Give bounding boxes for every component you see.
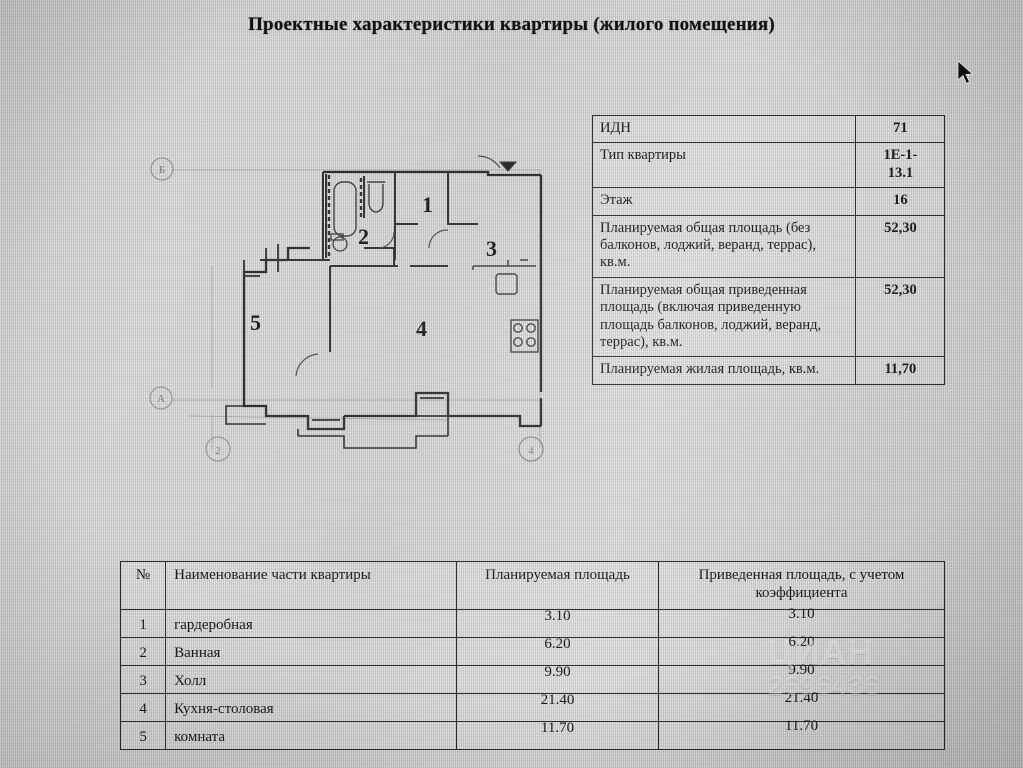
apartment-characteristics-table: ИДН 71 Тип квартиры 1Е-1- 13.1 Этаж 16 П…	[592, 114, 946, 385]
info-value-reduced-total-area: 52,30	[854, 276, 946, 358]
floor-plan-drawing: 1 2 3 4 5 Б А 2 4	[148, 148, 558, 483]
axis-marker-bottom-left	[205, 436, 231, 462]
info-label-total-area: Планируемая общая площадь (без балконов,…	[592, 214, 856, 278]
parts-cell-name: Кухня-столовая	[165, 692, 457, 722]
axis-marker-label-top-left: Б	[159, 164, 165, 176]
table-row: 3 Холл 9.90 9.90	[119, 662, 945, 694]
axis-marker-label-bottom-right: 4	[528, 445, 534, 457]
room-label-1: 1	[422, 192, 433, 217]
parts-cell-planned: 3.10	[455, 608, 660, 638]
parts-cell-reduced: 6.20	[658, 634, 945, 666]
table-row: 1 гардеробная 3.10 3.10	[119, 606, 945, 638]
parts-cell-name: Холл	[165, 664, 457, 694]
axis-marker-label-mid-left: А	[157, 393, 165, 405]
info-value-apartment-type: 1Е-1- 13.1	[854, 142, 946, 189]
parts-cell-reduced: 3.10	[658, 606, 945, 638]
parts-cell-planned: 6.20	[455, 636, 660, 666]
parts-cell-planned: 21.40	[455, 692, 660, 722]
parts-cell-num: 1	[119, 608, 167, 638]
parts-cell-name: Ванная	[165, 636, 457, 666]
info-row-living-area: Планируемая жилая площадь, кв.м. 11,70	[592, 356, 946, 385]
door-swings	[295, 155, 501, 377]
info-label-reduced-total-area: Планируемая общая приведенная площадь (в…	[592, 276, 856, 358]
wet-room-walls	[327, 175, 363, 258]
parts-table-head: № Наименование части квартиры Планируема…	[119, 561, 945, 610]
info-value-floor: 16	[854, 187, 946, 216]
info-row-apartment-type: Тип квартиры 1Е-1- 13.1	[592, 142, 946, 189]
washbasin-fixture	[330, 233, 348, 252]
info-label-idn: ИДН	[592, 114, 856, 144]
parts-cell-reduced: 9.90	[658, 662, 945, 694]
lower-terrace-outline	[225, 405, 449, 449]
parts-cell-planned: 11.70	[455, 720, 660, 750]
parts-table-body: 1 гардеробная 3.10 3.10 2 Ванная 6.20 6.…	[119, 606, 945, 750]
apartment-parts-table: № Наименование части квартиры Планируема…	[119, 561, 945, 750]
info-value-living-area: 11,70	[854, 356, 946, 385]
bathtub-fixture	[333, 181, 357, 237]
info-row-reduced-total-area: Планируемая общая приведенная площадь (в…	[592, 276, 946, 358]
info-table-body: ИДН 71 Тип квартиры 1Е-1- 13.1 Этаж 16 П…	[592, 114, 946, 385]
toilet-fixture	[367, 181, 385, 213]
room-label-2: 2	[358, 224, 369, 249]
parts-header-num: №	[119, 561, 167, 610]
axis-marker-label-bottom-left: 2	[215, 445, 221, 457]
entry-door-arrow	[498, 161, 518, 172]
info-label-apartment-type: Тип квартиры	[592, 142, 856, 189]
parts-header-reduced: Приведенная площадь, с учетом коэффициен…	[658, 561, 945, 610]
parts-cell-reduced: 11.70	[658, 718, 945, 750]
info-label-living-area: Планируемая жилая площадь, кв.м.	[592, 356, 856, 385]
info-value-idn: 71	[854, 114, 946, 144]
kitchen-stove-fixture	[510, 319, 539, 353]
apartment-outer-walls	[242, 170, 543, 431]
info-row-idn: ИДН 71	[592, 114, 946, 144]
page-title: Проектные характеристики квартиры (жилог…	[248, 14, 775, 35]
interior-partitions	[260, 172, 478, 352]
kitchen-sink-fixture	[495, 273, 518, 295]
balcony-slabs	[265, 393, 449, 430]
parts-cell-name: гардеробная	[165, 608, 457, 638]
mouse-cursor-icon	[957, 60, 974, 85]
floor-plan-svg: 1 2 3 4 5 Б А 2 4	[149, 155, 544, 462]
axis-marker-mid-left	[149, 386, 173, 410]
axis-marker-top-left	[150, 157, 174, 181]
info-value-total-area: 52,30	[854, 214, 946, 278]
info-label-floor: Этаж	[592, 187, 856, 216]
parts-header-row: № Наименование части квартиры Планируема…	[119, 561, 945, 610]
parts-cell-num: 5	[119, 720, 167, 750]
room-label-5: 5	[250, 310, 261, 335]
axis-marker-bottom-right	[518, 436, 544, 462]
parts-cell-name: комната	[165, 720, 457, 750]
parts-header-planned: Планируемая площадь	[455, 561, 660, 610]
kitchen-counter	[472, 259, 536, 270]
parts-cell-num: 3	[119, 664, 167, 694]
room-label-3: 3	[486, 236, 497, 261]
left-projection	[243, 244, 289, 277]
parts-cell-num: 4	[119, 692, 167, 722]
parts-cell-planned: 9.90	[455, 664, 660, 694]
room-label-4: 4	[416, 316, 427, 341]
parts-cell-num: 2	[119, 636, 167, 666]
table-row: 5 комната 11.70 11.70	[119, 718, 945, 750]
info-row-total-area: Планируемая общая площадь (без балконов,…	[592, 214, 946, 278]
parts-header-name: Наименование части квартиры	[165, 561, 457, 610]
info-row-floor: Этаж 16	[592, 187, 946, 216]
